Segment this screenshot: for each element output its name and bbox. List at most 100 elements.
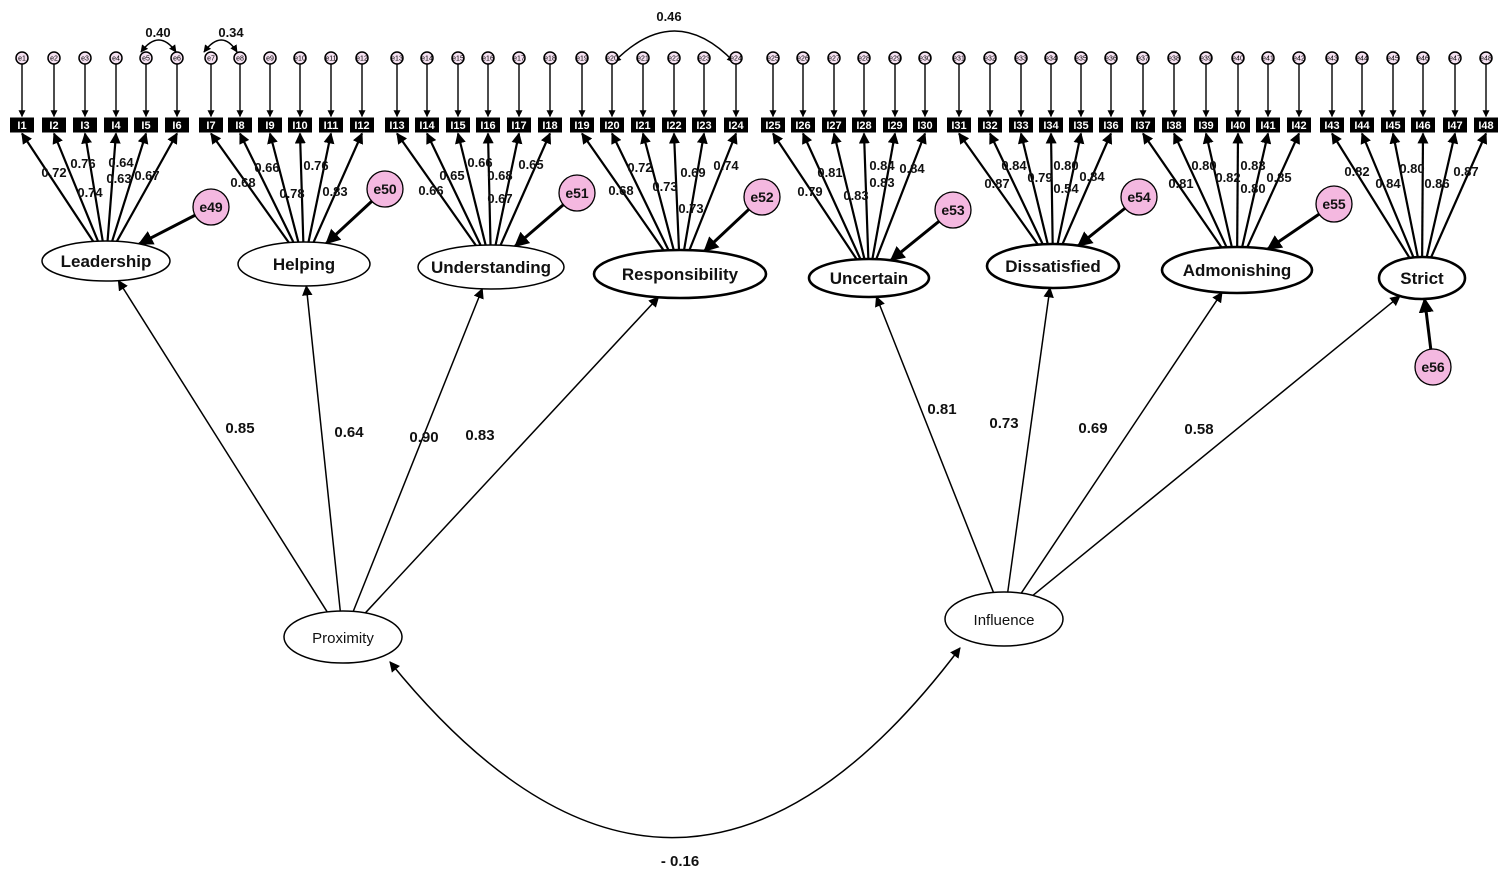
item-error-node-7	[204, 51, 218, 65]
item-error-node-44	[1355, 51, 1369, 65]
item-error-label-43: e43	[1326, 56, 1338, 63]
item-label-i22: I22	[666, 120, 681, 132]
loading-label-leadership-i3: 0.74	[77, 185, 103, 200]
error-covariance-arc-e20-e24	[613, 30, 735, 63]
item-box-i44	[1350, 117, 1374, 133]
item-label-i6: I6	[172, 120, 181, 132]
error-covariance-label-e20-e24: 0.46	[656, 9, 681, 24]
item-error-label-39: e39	[1200, 56, 1212, 63]
item-box-i1	[10, 117, 34, 133]
item-label-i16: I16	[480, 120, 495, 132]
item-error-label-42: e42	[1293, 56, 1305, 63]
item-box-i22	[662, 117, 686, 133]
item-label-i30: I30	[917, 120, 932, 132]
second-order-node-proximity	[283, 610, 403, 664]
item-label-i4: I4	[111, 120, 121, 132]
item-box-i4	[104, 117, 128, 133]
structural-path-label-proximity-4: 0.83	[465, 427, 494, 444]
factor-label-uncertain: Uncertain	[830, 269, 908, 288]
disturbance-label-e55: e55	[1322, 196, 1346, 212]
item-error-node-21	[636, 51, 650, 65]
item-label-i40: I40	[1230, 120, 1245, 132]
factor-node-leadership	[41, 240, 171, 282]
item-error-label-3: e3	[81, 56, 89, 63]
item-error-label-29: e29	[889, 56, 901, 63]
structural-path-influence-strict	[1032, 295, 1401, 597]
loading-arrow-admonishing-i42	[1246, 132, 1301, 248]
item-error-node-8	[233, 51, 247, 65]
loading-arrow-dissatisfied-i31	[958, 132, 1039, 246]
item-error-label-32: e32	[984, 56, 996, 63]
item-label-i44: I44	[1354, 120, 1370, 132]
item-box-i23	[692, 117, 716, 133]
item-error-node-9	[263, 51, 277, 65]
loading-label-leadership-i4: 0.63	[106, 171, 131, 186]
loading-label-dissatisfied-i31: 0.87	[984, 176, 1009, 191]
disturbance-arrow-e53	[889, 220, 940, 262]
item-box-i37	[1131, 117, 1155, 133]
loading-label-helping-i9: 0.78	[279, 186, 304, 201]
factor-node-strict	[1377, 255, 1467, 301]
loading-arrow-strict-i45	[1389, 132, 1419, 258]
item-error-label-13: e13	[391, 56, 403, 63]
item-box-i25	[761, 117, 785, 133]
loading-label-helping-i8: 0.66	[254, 160, 279, 175]
item-box-i24	[724, 117, 748, 133]
structural-path-label-influence-3: 0.69	[1078, 420, 1107, 437]
item-error-label-17: e17	[513, 56, 525, 63]
item-error-label-38: e38	[1168, 56, 1180, 63]
item-error-label-34: e34	[1045, 56, 1057, 63]
item-error-label-10: e10	[294, 56, 306, 63]
loading-arrow-leadership-i4	[106, 132, 121, 242]
loading-arrow-uncertain-i26	[801, 132, 862, 260]
loading-arrow-uncertain-i28	[858, 132, 870, 260]
item-error-label-7: e7	[207, 56, 215, 63]
item-error-node-19	[575, 51, 589, 65]
item-error-node-35	[1074, 51, 1088, 65]
item-error-node-38	[1167, 51, 1181, 65]
item-error-node-23	[697, 51, 711, 65]
loading-arrow-admonishing-i41	[1241, 132, 1272, 248]
disturbance-label-e54: e54	[1127, 189, 1151, 205]
loading-arrow-responsibility-i23	[682, 132, 708, 251]
item-error-label-44: e44	[1356, 56, 1368, 63]
item-error-label-23: e23	[698, 56, 710, 63]
loading-arrow-uncertain-i29	[871, 132, 899, 260]
loading-arrow-helping-i12	[312, 132, 364, 243]
second-order-correlation-arc	[389, 647, 961, 839]
item-error-node-45	[1386, 51, 1400, 65]
item-label-i12: I12	[354, 120, 369, 132]
loading-label-dissatisfied-i32: 0.84	[1001, 158, 1027, 173]
item-label-i36: I36	[1103, 120, 1118, 132]
second-order-label-proximity: Proximity	[312, 630, 374, 647]
loading-label-responsibility-i20: 0.72	[627, 160, 652, 175]
item-error-node-13	[390, 51, 404, 65]
loading-arrow-admonishing-i37	[1142, 132, 1223, 249]
loading-label-admonishing-i37: 0.81	[1168, 176, 1193, 191]
second-order-label-influence: Influence	[974, 612, 1035, 629]
item-box-i27	[822, 117, 846, 133]
item-label-i7: I7	[206, 120, 215, 132]
item-error-label-2: e2	[50, 56, 58, 63]
loading-label-dissatisfied-i34: 0.80	[1053, 158, 1078, 173]
loading-arrow-leadership-i3	[81, 132, 104, 242]
item-error-node-42	[1292, 51, 1306, 65]
loading-label-leadership-i5: 0.64	[108, 155, 134, 170]
factor-label-dissatisfied: Dissatisfied	[1005, 257, 1100, 276]
item-error-label-9: e9	[266, 56, 274, 63]
item-label-i48: I48	[1478, 120, 1493, 132]
loading-arrow-understanding-i14	[426, 132, 482, 246]
loading-arrow-responsibility-i20	[611, 132, 670, 251]
item-error-label-37: e37	[1137, 56, 1149, 63]
item-error-node-37	[1136, 51, 1150, 65]
item-label-i19: I19	[574, 120, 589, 132]
item-error-node-36	[1104, 51, 1118, 65]
item-error-label-48: e48	[1480, 56, 1492, 63]
item-box-i12	[350, 117, 374, 133]
item-error-node-1	[15, 51, 29, 65]
item-box-i42	[1287, 117, 1311, 133]
error-covariance-label-e5-e6: 0.40	[145, 25, 170, 40]
loading-label-responsibility-i23: 0.69	[680, 165, 705, 180]
item-error-label-27: e27	[828, 56, 840, 63]
